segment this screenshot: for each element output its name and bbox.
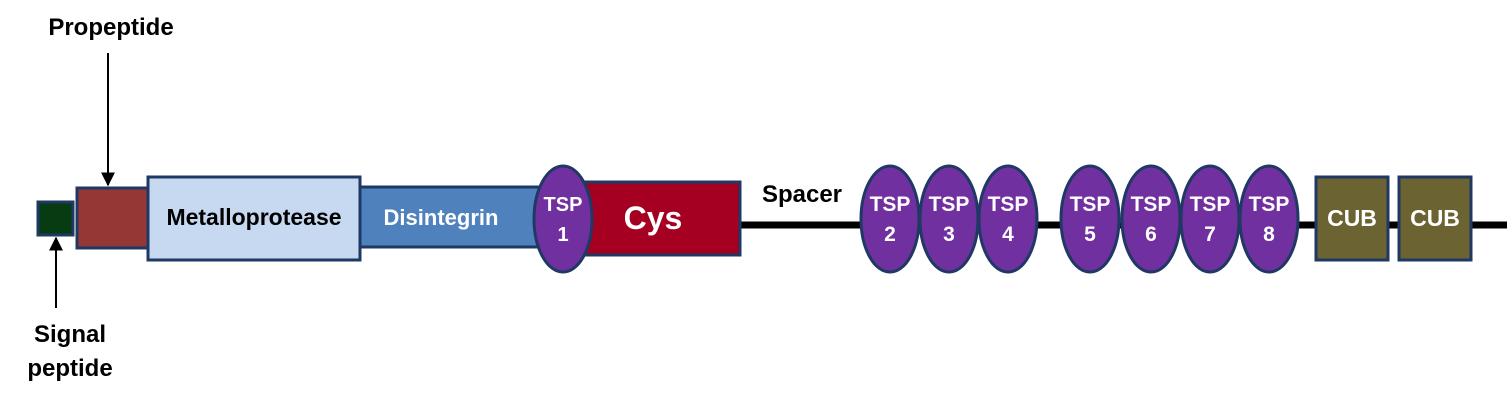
signal-annotation-line1: Signal [34, 321, 106, 348]
cys-rich-domain [578, 180, 742, 257]
signal-peptide-domain [36, 200, 75, 237]
tsp-1-label: TSP [544, 194, 583, 216]
tsp-7-domain: TSP 7 [1179, 164, 1241, 274]
tsp-7-label: TSP [1190, 193, 1231, 216]
tsp-8-domain: TSP 8 [1238, 164, 1300, 274]
tsp-1-domain: TSP 1 [532, 164, 594, 274]
disintegrin-domain [358, 185, 554, 249]
signal-annotation-line2: peptide [27, 355, 112, 382]
propeptide-domain [75, 186, 150, 250]
tsp-4-domain: TSP 4 [977, 164, 1039, 274]
tsp-4-label: TSP [988, 193, 1029, 216]
tsp-8-label: TSP [1249, 193, 1290, 216]
tsp-6-label: TSP [1131, 193, 1172, 216]
disintegrin-label: Disintegrin [384, 205, 499, 230]
tsp-2-number: 2 [884, 223, 896, 246]
metalloprotease-label: Metalloprotease [166, 204, 341, 230]
tsp-3-domain: TSP 3 [918, 164, 980, 274]
tsp-4-number: 4 [1002, 223, 1014, 246]
cub-2-domain [1397, 175, 1473, 262]
tsp-2-domain: TSP 2 [859, 164, 921, 274]
tsp-5-domain: TSP 5 [1059, 164, 1121, 274]
tsp-7-number: 7 [1204, 223, 1216, 246]
cub-2-label: CUB [1410, 205, 1460, 231]
tsp-1-number: 1 [557, 224, 568, 246]
tsp-2-label: TSP [870, 193, 911, 216]
tsp-5-label: TSP [1070, 193, 1111, 216]
propeptide-annotation: Propeptide [48, 14, 173, 41]
spacer-label: Spacer [762, 181, 842, 208]
tsp-3-number: 3 [943, 223, 955, 246]
tsp-8-number: 8 [1263, 223, 1275, 246]
cub-1-label: CUB [1327, 205, 1377, 231]
cys-label: Cys [624, 200, 683, 236]
cub-1-domain [1314, 175, 1390, 262]
tsp-6-number: 6 [1145, 223, 1157, 246]
tsp-3-label: TSP [929, 193, 970, 216]
tsp-6-domain: TSP 6 [1120, 164, 1182, 274]
tsp-5-number: 5 [1084, 223, 1096, 246]
